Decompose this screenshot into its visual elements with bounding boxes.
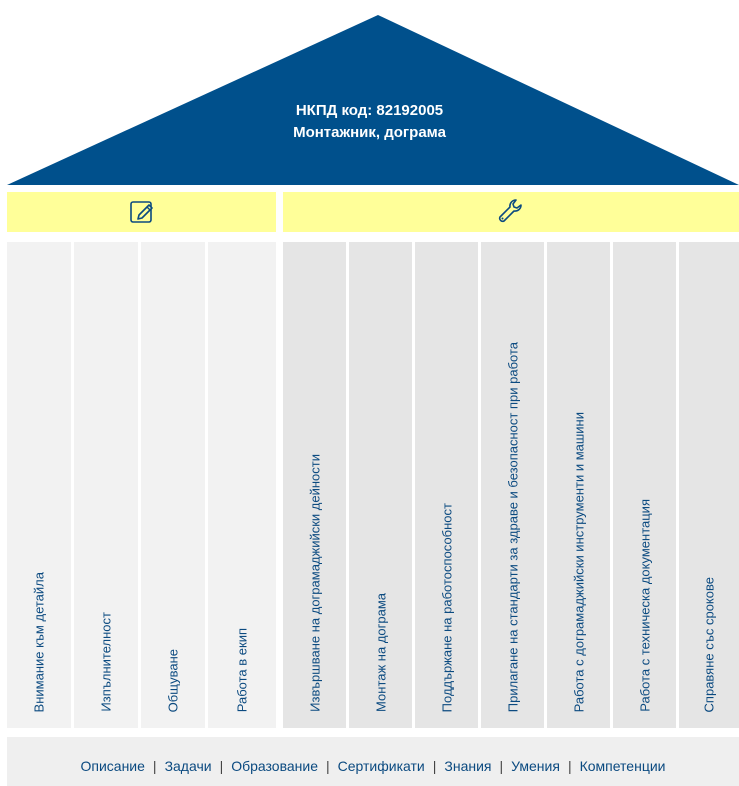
skill-label[interactable]: Справяне със срокове bbox=[701, 576, 717, 712]
link-education[interactable]: Образование bbox=[231, 758, 318, 774]
skill-label[interactable]: Работа с дограмаджийски инструменти и ма… bbox=[571, 411, 586, 712]
separator: | bbox=[499, 758, 504, 774]
occupation-name: Монтажник, дограма bbox=[293, 124, 446, 141]
soft-skills-header bbox=[7, 192, 276, 232]
footer-links: Описание | Задачи | Образование | Сертификати |… bbox=[7, 758, 739, 774]
skill-column[interactable]: Монтаж на дограма bbox=[349, 242, 412, 728]
skill-label[interactable]: Прилагане на стандарти за здраве и безоп… bbox=[505, 341, 520, 712]
wrench-icon bbox=[498, 199, 522, 223]
skill-column[interactable]: Общуване bbox=[141, 242, 205, 728]
skill-column[interactable]: Справяне със срокове bbox=[679, 242, 739, 728]
edit-icon bbox=[129, 201, 153, 223]
skill-column[interactable]: Поддържане на работоспособност bbox=[415, 242, 478, 728]
skill-label[interactable]: Монтаж на дограма bbox=[373, 593, 388, 712]
skill-column[interactable]: Прилагане на стандарти за здраве и безоп… bbox=[481, 242, 544, 728]
link-skills[interactable]: Умения bbox=[511, 758, 560, 774]
soft-skills-columns: Внимание към детайла Изпълнителност Общу… bbox=[7, 242, 276, 728]
footer-nav: Описание | Задачи | Образование | Сертификати |… bbox=[7, 737, 739, 786]
skill-label[interactable]: Изпълнителност bbox=[98, 612, 114, 712]
skill-label[interactable]: Поддържане на работоспособност bbox=[439, 502, 454, 712]
skill-column[interactable]: Работа в екип bbox=[208, 242, 276, 728]
skill-column[interactable]: Извършване на дограмаджийски дейности bbox=[283, 242, 346, 728]
link-knowledge[interactable]: Знания bbox=[444, 758, 492, 774]
separator: | bbox=[219, 758, 224, 774]
skill-column[interactable]: Работа с техническа документация bbox=[613, 242, 676, 728]
hard-skills-header bbox=[283, 192, 739, 232]
separator: | bbox=[432, 758, 437, 774]
skill-column[interactable]: Работа с дограмаджийски инструменти и ма… bbox=[547, 242, 610, 728]
link-competences[interactable]: Компетенции bbox=[579, 758, 666, 774]
separator: | bbox=[152, 758, 157, 774]
occupation-roof: НКПД код: 82192005 Монтажник, дограма bbox=[0, 0, 739, 190]
link-description[interactable]: Описание bbox=[80, 758, 145, 774]
occupation-title: НКПД код: 82192005 Монтажник, дограма bbox=[0, 100, 739, 144]
skill-column[interactable]: Внимание към детайла bbox=[7, 242, 71, 728]
skill-label[interactable]: Внимание към детайла bbox=[31, 571, 47, 712]
link-certificates[interactable]: Сертификати bbox=[337, 758, 425, 774]
skill-column[interactable]: Изпълнителност bbox=[74, 242, 138, 728]
occupation-code: НКПД код: 82192005 bbox=[295, 102, 444, 119]
skill-label[interactable]: Работа в екип bbox=[234, 627, 250, 712]
skill-label[interactable]: Общуване bbox=[165, 648, 181, 712]
link-tasks[interactable]: Задачи bbox=[164, 758, 212, 774]
separator: | bbox=[567, 758, 572, 774]
roof-shape bbox=[7, 15, 739, 185]
hard-skills-columns: Извършване на дограмаджийски дейности Мо… bbox=[283, 242, 739, 728]
skill-label[interactable]: Извършване на дограмаджийски дейности bbox=[307, 454, 322, 712]
skill-label[interactable]: Работа с техническа документация bbox=[637, 499, 652, 712]
separator: | bbox=[326, 758, 330, 774]
